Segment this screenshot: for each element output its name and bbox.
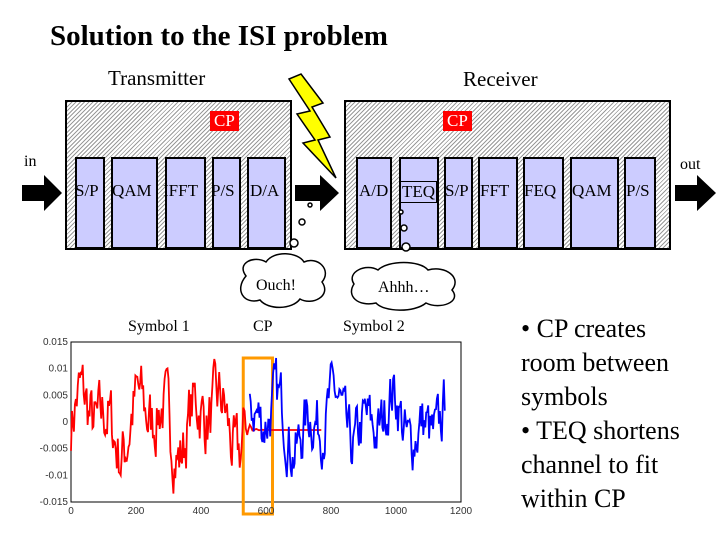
bullet-notes: • CP creates room between symbols • TEQ …: [521, 312, 711, 516]
bullet-line: • CP creates: [521, 314, 647, 343]
tx-block-label: IFFT: [163, 181, 198, 200]
ouch-bubble-icon: [240, 253, 327, 309]
tx-qam-block: [111, 157, 158, 249]
symbol2-line: [248, 357, 446, 478]
tx-block-label: D/A: [249, 181, 281, 201]
y-tick-label: 0.01: [49, 364, 69, 375]
cp-window-highlight: [241, 356, 274, 516]
rx-block-label: QAM: [572, 181, 612, 200]
x-tick-label: 200: [128, 506, 145, 517]
x-tick-label: 400: [193, 506, 210, 517]
y-tick-label: -0.005: [40, 444, 69, 455]
page-title: Solution to the ISI problem: [50, 20, 388, 52]
bullet-line: room between: [521, 348, 670, 377]
input-label: in: [24, 153, 37, 170]
lightning-icon: [287, 73, 337, 179]
rx-teq-block: [399, 157, 439, 249]
ahhh-bubble-icon: [350, 261, 456, 311]
rx-block-label: TEQ: [400, 181, 438, 203]
tx-ps-block: [212, 157, 241, 249]
rx-block-label: P/S: [626, 181, 650, 200]
x-tick-label: 1200: [450, 506, 473, 517]
rx-block-label: FFT: [480, 181, 510, 200]
rx-feq-block: [523, 157, 564, 249]
rx-qam-block: [570, 157, 619, 249]
receiver-heading: Receiver: [463, 67, 538, 91]
channel-arrow-icon: [295, 175, 339, 211]
bullet-line: • TEQ shortens: [521, 416, 680, 445]
rx-ad-block: [356, 157, 392, 249]
tx-block-label: S/P: [75, 181, 99, 200]
x-tick-label: 0: [68, 506, 74, 517]
rx-cp-label: CP: [443, 111, 472, 131]
ouch-thought-trail-icon: [289, 202, 313, 248]
bullet-line: channel to fit: [521, 450, 659, 479]
y-tick-label: 0: [62, 417, 68, 428]
x-tick-label: 600: [258, 506, 275, 517]
transmitter-heading: Transmitter: [108, 66, 206, 90]
output-label: out: [680, 156, 701, 173]
rx-ps-block: [624, 157, 656, 249]
tx-cp-label: CP: [210, 111, 239, 131]
ahhh-text: Ahhh…: [378, 279, 430, 296]
bullet-line: symbols: [521, 382, 608, 411]
tx-ifft-block: [165, 157, 206, 249]
rx-block-label: A/D: [358, 181, 390, 201]
y-tick-label: -0.01: [45, 470, 68, 481]
ahhh-thought-trail-icon: [398, 209, 411, 252]
tx-da-block: [247, 157, 286, 249]
tx-sp-block: [75, 157, 105, 249]
rx-fft-block: [478, 157, 518, 249]
bullet-line: within CP: [521, 484, 626, 513]
rx-block-label: S/P: [445, 181, 469, 200]
ouch-text: Ouch!: [256, 277, 296, 294]
signal-plot: 0.015 0.01 0.005 0 -0.005 -0.01 -0.015 0 200 400…: [40, 337, 473, 517]
y-tick-label: 0.015: [43, 337, 68, 348]
y-tick-label: -0.015: [40, 497, 69, 508]
symbol2-label: Symbol 2: [343, 318, 405, 335]
cp-plot-label: CP: [253, 318, 273, 335]
tx-block-label: P/S: [211, 181, 235, 200]
x-tick-label: 1000: [385, 506, 408, 517]
output-arrow-icon: [675, 175, 716, 211]
y-tick-label: 0.005: [43, 390, 68, 401]
tx-block-label: QAM: [112, 181, 152, 200]
input-arrow-icon: [22, 175, 62, 211]
x-tick-label: 800: [323, 506, 340, 517]
symbol1-label: Symbol 1: [128, 318, 190, 335]
rx-block-label: FEQ: [524, 181, 557, 200]
rx-sp-block: [444, 157, 473, 249]
